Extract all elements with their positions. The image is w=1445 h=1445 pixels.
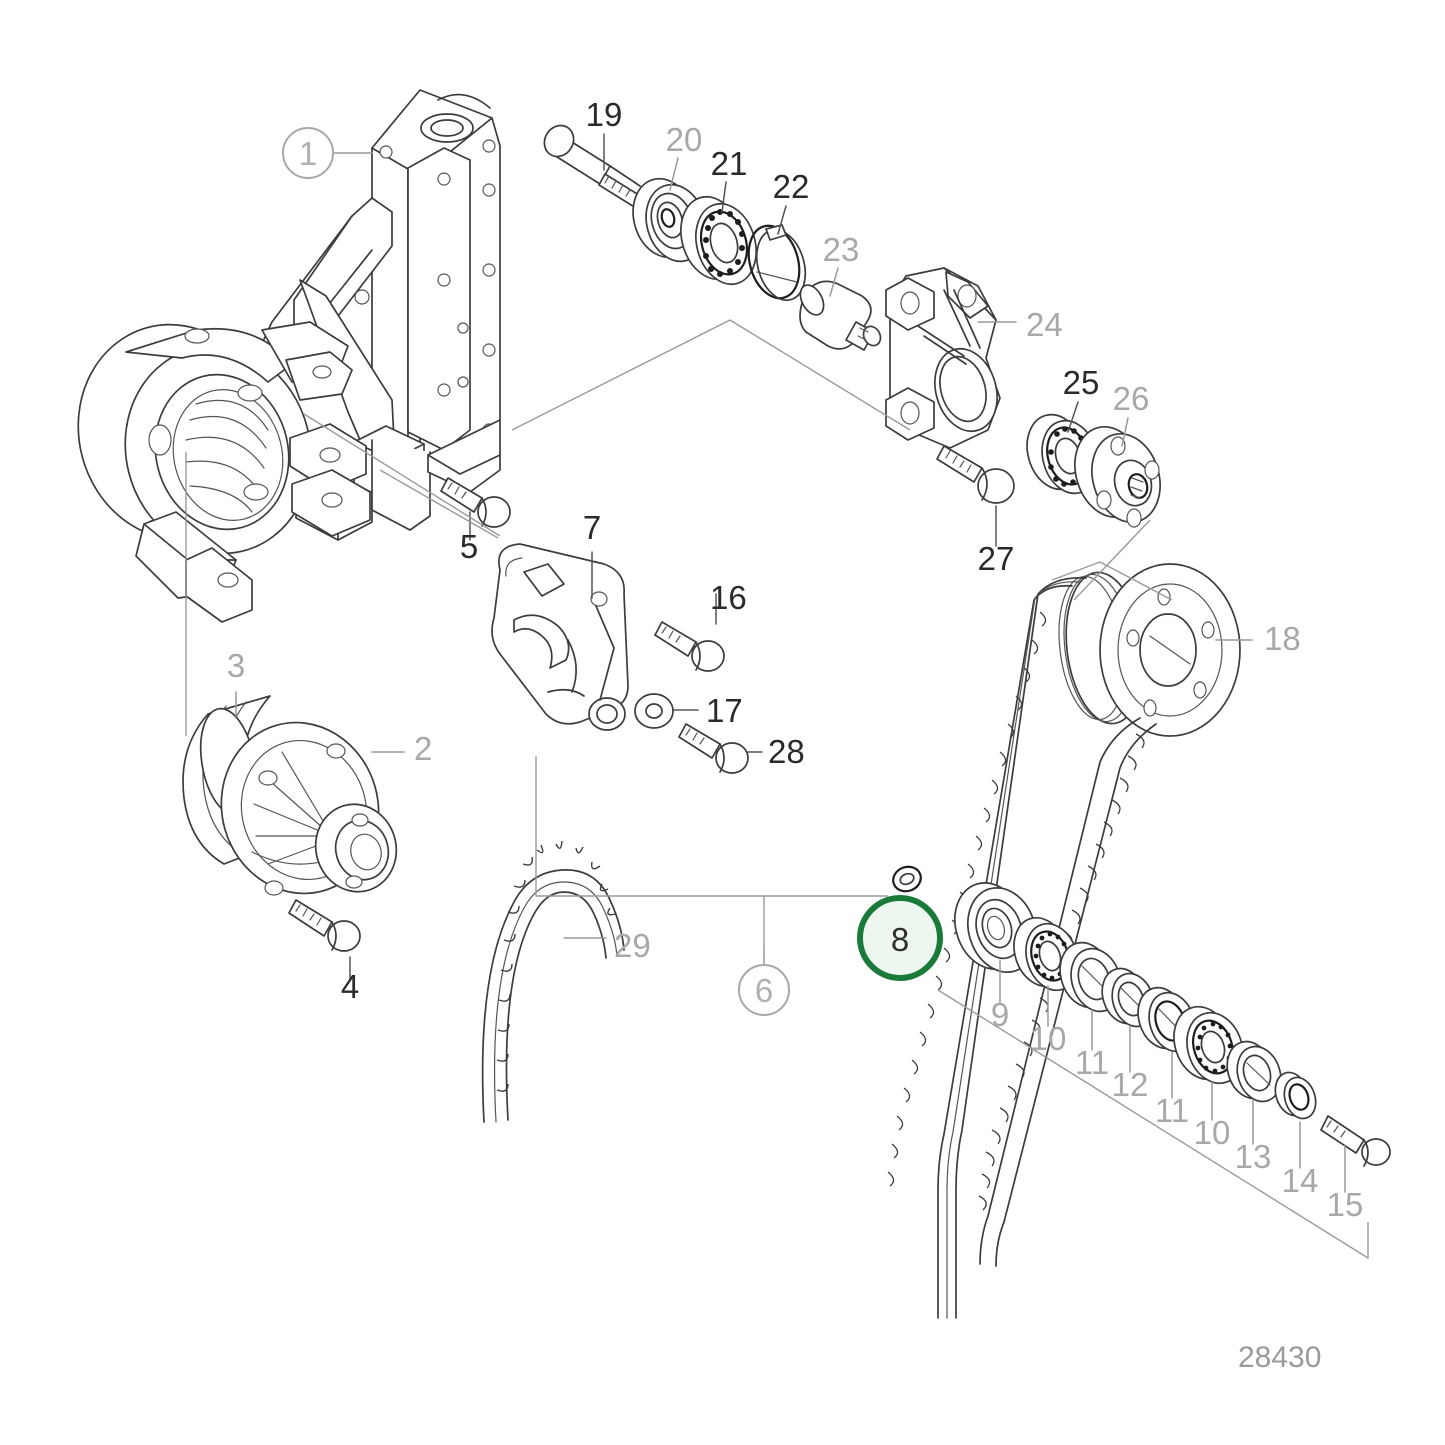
label-19: 19 [586, 96, 623, 133]
part-24-idler-bracket [885, 267, 1001, 449]
label-11-b: 11 [1155, 1092, 1189, 1129]
part-17-washer [634, 693, 674, 729]
label-25: 25 [1063, 364, 1100, 401]
callout-1[interactable]: 1 [282, 127, 334, 179]
label-24: 24 [1026, 306, 1063, 343]
part-4-bolt [288, 899, 361, 952]
label-7: 7 [583, 509, 601, 546]
part-22-snap-ring [747, 224, 807, 302]
part-19-bolt [543, 124, 643, 209]
part-18-belt-pulley [1058, 563, 1241, 737]
part-7-tensioner-arm-plate [491, 543, 629, 731]
label-20: 20 [666, 121, 703, 158]
part-alternator-housing [77, 321, 353, 623]
label-15: 15 [1327, 1186, 1364, 1223]
callout-1-label: 1 [299, 135, 317, 172]
part-5-bolt [440, 477, 511, 528]
label-23: 23 [823, 231, 860, 268]
callout-8-highlighted[interactable]: 8 [857, 895, 943, 981]
callout-6-label: 6 [755, 972, 773, 1009]
part-29-timing-belt [481, 840, 625, 1123]
label-13: 13 [1235, 1138, 1272, 1175]
label-17: 17 [706, 692, 743, 729]
label-14: 14 [1282, 1162, 1319, 1199]
part-13-ball-bearing [1226, 1040, 1282, 1103]
label-21: 21 [711, 145, 748, 182]
part-26-hub-flange [1074, 425, 1161, 528]
part-8-circlip [892, 865, 922, 893]
label-28: 28 [768, 733, 805, 770]
part-15-bolt [1320, 1115, 1391, 1167]
label-26: 26 [1113, 380, 1150, 417]
label-9: 9 [991, 996, 1009, 1033]
part-number-labels: 2 3 4 5 7 9 10 11 12 11 10 13 14 15 16 1… [227, 96, 1364, 1223]
label-11-a: 11 [1075, 1044, 1109, 1081]
callout-8-label: 8 [891, 921, 909, 958]
label-18: 18 [1264, 620, 1301, 657]
label-5: 5 [460, 528, 478, 565]
part-27-bolt [936, 445, 1015, 504]
part-16-bolt [654, 621, 725, 672]
part-23-stud-pin [799, 280, 882, 351]
part-28-bolt [678, 723, 749, 774]
group-brackets [185, 319, 1369, 1259]
label-3: 3 [227, 647, 245, 684]
label-29: 29 [614, 927, 651, 964]
label-10-b: 10 [1194, 1114, 1231, 1151]
label-2: 2 [414, 730, 432, 767]
label-27: 27 [978, 540, 1015, 577]
part-14-bushing [1274, 1071, 1317, 1120]
part-2-water-pump [220, 721, 398, 896]
label-12: 12 [1112, 1066, 1149, 1103]
label-4: 4 [341, 968, 359, 1005]
diagram-id-number: 28430 [1238, 1341, 1321, 1374]
part-11-washer-a [1059, 941, 1122, 1013]
callout-6[interactable]: 6 [738, 964, 790, 1016]
label-16: 16 [710, 579, 747, 616]
label-22: 22 [773, 168, 810, 205]
part-main-timing-belt [887, 576, 1157, 1319]
label-10-a: 10 [1030, 1020, 1067, 1057]
part-12-spacer [1101, 967, 1155, 1028]
leader-lines [235, 133, 1346, 1193]
